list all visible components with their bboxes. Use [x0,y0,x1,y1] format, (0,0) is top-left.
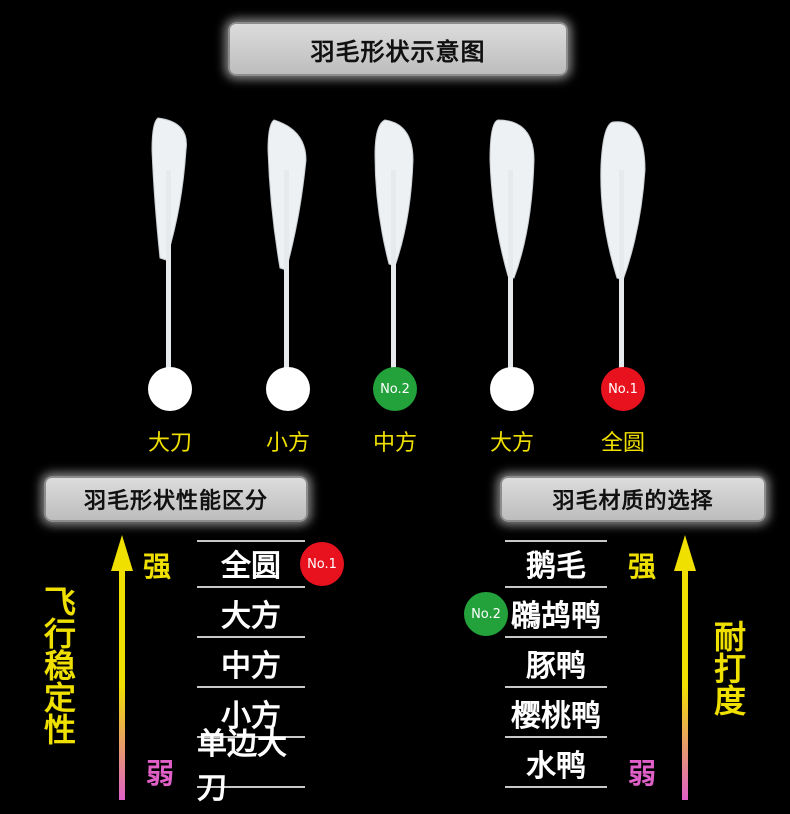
durability-axis-label: 耐打度 [709,620,747,716]
feather-icon [600,121,646,370]
feather-label: 大刀 [147,431,192,456]
durability-strong-label: 强 [628,550,657,583]
feather-label: 中方 [372,431,417,456]
list-item: 豚鸭 [505,640,607,688]
list-item: 樱桃鸭 [505,690,607,738]
list-item: 小方 [197,690,305,738]
stability-strong-label: 强 [143,550,172,583]
feather-1 [130,110,210,410]
list-item: 单边大刀 [197,727,305,806]
list-item: 鹅毛 [505,540,607,588]
durability-weak-label: 弱 [628,757,657,790]
feather-3 [355,110,435,410]
list-item: 中方 [197,640,305,688]
durability-arrow-icon [674,535,696,800]
stability-axis-label: 飞行稳定性 [39,585,77,745]
feather-rank-badge: No.1 [601,367,645,411]
stability-weak-label: 弱 [146,757,175,790]
feather-label: 小方 [265,431,310,456]
feather-base [490,367,534,411]
no2-badge: No.2 [464,592,508,636]
list-item: 水鸭 [505,740,607,788]
feather-4 [472,110,552,410]
list-item: 大方 [197,590,305,638]
list-top-divider [505,540,607,542]
feather-label: 大方 [489,431,534,456]
feather-icon [374,119,414,370]
feather-2 [248,110,328,410]
feather-icon [489,119,535,370]
material-choice-title: 羽毛材质的选择 [500,476,766,522]
list-item: 全圆 [197,540,305,588]
feather-base [266,367,310,411]
shape-performance-title: 羽毛形状性能区分 [44,476,308,522]
feather-icon [151,117,187,370]
feather-5 [583,110,663,410]
feather-label: 全圆 [600,431,645,456]
feather-icon [267,119,307,370]
diagram-title: 羽毛形状示意图 [228,22,568,76]
feather-rank-badge: No.2 [373,367,417,411]
no1-badge: No.1 [300,542,344,586]
feather-base [148,367,192,411]
stability-arrow-icon [111,535,133,800]
list-top-divider [197,540,305,542]
list-item: 鸊鸪鸭 [505,590,607,638]
